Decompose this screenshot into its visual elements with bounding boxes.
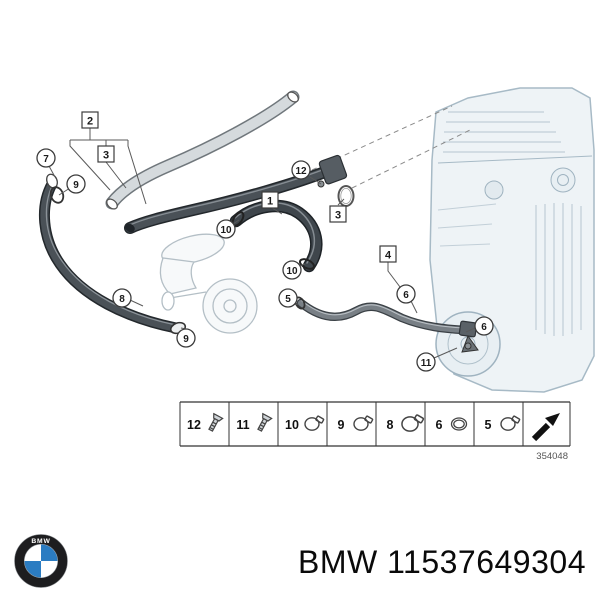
o-ring-icon	[450, 417, 468, 431]
callout-11: 11	[416, 352, 436, 372]
callout-label: 9	[183, 334, 189, 345]
hose-clamp-icon	[304, 415, 325, 431]
legend-cell: 12	[187, 412, 224, 432]
bmw-logo: BMW	[14, 534, 68, 588]
legend-cell: 5	[485, 415, 521, 432]
hose-clamp	[298, 258, 316, 270]
dashed-leader-lines	[311, 105, 471, 189]
callout-5: 5	[278, 288, 298, 308]
brand-label: BMW	[298, 544, 378, 580]
legend-number: 9	[338, 418, 345, 432]
hose-clamp-icon	[353, 415, 374, 431]
part-number-text: BMW 11537649304	[298, 544, 586, 581]
callout-label: 3	[335, 210, 341, 222]
legend-cell: 9	[338, 415, 374, 432]
legend-cell: 6	[436, 417, 468, 432]
legend-number: 10	[285, 418, 299, 432]
callout-label: 12	[295, 166, 307, 177]
callout-label: 11	[421, 358, 432, 369]
thermostat-housing	[159, 233, 258, 334]
direction-arrow-icon	[531, 413, 560, 442]
callout-label: 10	[220, 225, 232, 236]
hose-clamp-icon	[401, 414, 425, 432]
roundel-quadrant	[24, 561, 41, 578]
legend-cell: 11	[236, 412, 273, 432]
callout-label: 6	[403, 290, 409, 301]
bolt-icon	[257, 412, 273, 432]
callout-3b: 3	[329, 205, 347, 223]
valve-cover-ribs	[443, 111, 565, 153]
engine-block	[429, 87, 595, 393]
callout-12: 12	[291, 160, 311, 180]
bmw-roundel-icon: BMW	[14, 534, 68, 588]
callout-3a: 3	[97, 145, 115, 163]
callout-10a: 10	[216, 219, 236, 239]
hose-end-fitting	[458, 320, 479, 353]
callout-label: 8	[119, 294, 125, 305]
callout-label: 9	[73, 180, 79, 191]
part-number: 11537649304	[387, 544, 586, 580]
callout-1: 1	[261, 191, 279, 209]
radiator-hose-upper	[124, 154, 348, 234]
callout-label: 10	[286, 266, 298, 277]
diagram-number: 354048	[536, 451, 568, 462]
callout-label: 6	[481, 322, 487, 333]
bmw-logo-text: BMW	[31, 538, 50, 545]
callout-label: 4	[385, 250, 392, 262]
callout-10b: 10	[282, 260, 302, 280]
callout-label: 1	[267, 196, 273, 208]
hose-clamp-icon	[500, 415, 521, 431]
callout-label: 5	[285, 294, 291, 305]
coolant-hose-center	[229, 199, 323, 273]
engine-fins	[535, 203, 582, 336]
coolant-pipe-upper	[105, 90, 300, 210]
callout-8: 8	[112, 288, 132, 308]
footer: BMW BMW 11537649304	[0, 530, 600, 600]
callout-4: 4	[379, 245, 397, 263]
legend-cell: 8	[387, 414, 425, 432]
coolant-hose-lower	[294, 296, 479, 353]
legend-number: 12	[187, 418, 201, 432]
callout-label: 2	[87, 116, 93, 128]
callout-9b: 9	[176, 328, 196, 348]
callout-9a: 9	[66, 174, 86, 194]
hose-flange	[318, 154, 348, 185]
callout-label: 3	[103, 150, 109, 162]
coolant-hose-left	[38, 173, 187, 335]
legend-number: 6	[436, 418, 443, 432]
parts-diagram: 2 3 1 3 4 7 9 12	[36, 87, 595, 462]
fitting-bolt	[464, 342, 472, 350]
legend-number: 11	[236, 418, 249, 432]
callout-2: 2	[81, 111, 99, 129]
legend-number: 8	[387, 418, 394, 432]
o-ring-seal	[337, 185, 355, 207]
callout-6b: 6	[474, 316, 494, 336]
legend-number: 5	[485, 418, 492, 432]
engine-boss	[484, 180, 504, 200]
bolt-icon	[208, 412, 224, 432]
legend-cell: 10	[285, 415, 325, 432]
roundel-quadrant	[41, 544, 58, 561]
callout-7: 7	[36, 148, 56, 168]
callout-6a: 6	[396, 284, 416, 304]
legend-cell	[531, 413, 560, 442]
callout-label: 7	[43, 154, 49, 165]
legend-table: 12 11 10	[179, 401, 571, 447]
